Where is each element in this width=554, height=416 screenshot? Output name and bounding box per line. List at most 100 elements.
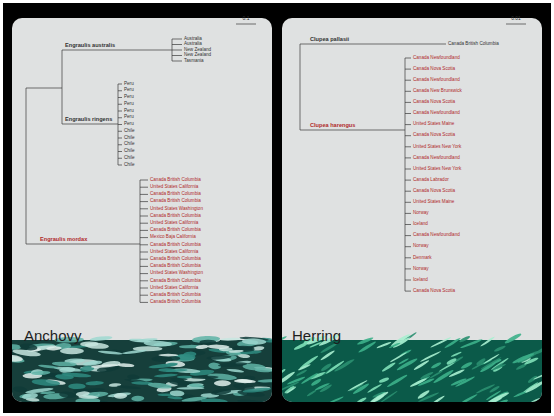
sample-label: Iceland [413, 222, 428, 227]
sample-label: Canada Newfoundland [413, 78, 460, 83]
species-label: Engraulis mordax [40, 237, 87, 243]
tree-branch [118, 165, 122, 166]
tree-branch [405, 157, 411, 158]
sample-label: United States Washington [150, 207, 203, 212]
tree-branch [140, 201, 148, 202]
tree-branch [62, 124, 118, 125]
scale-label: 0.01 [511, 16, 521, 21]
tree-branch [118, 104, 122, 105]
sample-label: Canada Nova Scotia [413, 133, 455, 138]
sample-label: Chile [124, 163, 134, 168]
tree-branch [405, 169, 411, 170]
tree-branch [405, 280, 411, 281]
panel-title: Anchovy [24, 328, 82, 343]
sample-label: United States New York [413, 145, 461, 150]
tree-branch [405, 224, 411, 225]
tree-branch [118, 131, 122, 132]
sample-label: Tasmania [184, 59, 204, 64]
tree-branch [405, 91, 411, 92]
sample-label: Chile [124, 156, 134, 161]
sample-label: Canada Nova Scotia [413, 100, 455, 105]
sample-label: Canada Newfoundland [413, 233, 460, 238]
tree-branch [140, 230, 148, 231]
tree-branch [140, 288, 148, 289]
tree-branch [140, 208, 148, 209]
sample-label: Canada British Columbia [150, 214, 201, 219]
tree-branch [118, 144, 122, 145]
tree-branch [140, 194, 148, 195]
panel-title: Herring [292, 328, 341, 343]
sample-label: Peru [124, 88, 134, 93]
sample-label: Peru [124, 109, 134, 114]
tree-branch [172, 61, 182, 62]
tree-branch [405, 213, 411, 214]
sample-label: United States Maine [413, 122, 454, 127]
tree-branch [140, 244, 148, 245]
sample-label: Canada Newfoundland [413, 56, 460, 61]
sample-label: United States California [150, 185, 198, 190]
tree-branch [62, 50, 63, 124]
sample-label: Norway [413, 244, 429, 249]
tree-branch [118, 138, 122, 139]
sample-label: United States California [150, 221, 198, 226]
sample-label: Chile [124, 136, 134, 141]
sample-label: Canada Newfoundland [413, 111, 460, 116]
tree-branch [140, 187, 148, 188]
sample-label: Chile [124, 149, 134, 154]
tree-branch [26, 244, 140, 245]
sample-label: Norway [413, 267, 429, 272]
sample-label: New Zealand [184, 48, 211, 53]
tree-branch [405, 291, 411, 292]
sample-label: Canada British Columbia [150, 228, 201, 233]
tree-branch [405, 124, 411, 125]
tree-branch [26, 88, 62, 89]
tree-branch [118, 124, 122, 125]
tree-branch [118, 117, 122, 118]
sample-label: Canada British Columbia [150, 293, 201, 298]
tree-branch [405, 202, 411, 203]
species-label: Engraulis ringens [65, 117, 112, 123]
tree-branch [405, 58, 406, 291]
tree-branch [118, 111, 122, 112]
tree-branch [300, 44, 446, 45]
sample-label: Peru [124, 102, 134, 107]
tree-branch [140, 259, 148, 260]
sample-label: United States New York [413, 167, 461, 172]
tree-branch [405, 268, 411, 269]
sample-label: United States Maine [413, 200, 454, 205]
tree-branch [26, 88, 27, 244]
tree-branch [236, 24, 256, 25]
sample-label: Canada Newfoundland [413, 156, 460, 161]
species-label: Clupea harengus [310, 123, 355, 129]
sample-label: Canada British Columbia [150, 257, 201, 262]
sample-label: Canada British Columbia [150, 178, 201, 183]
tree-branch [140, 295, 148, 296]
tree-branch [172, 50, 182, 51]
sample-label: Denmark [413, 256, 432, 261]
tree-branch [405, 246, 411, 247]
sample-label: Australia [184, 37, 202, 42]
sample-label: Canada British Columbia [150, 279, 201, 284]
tree-branch [300, 44, 301, 130]
anchovy-photo [12, 335, 272, 402]
frame [3, 3, 551, 413]
tree-branch [405, 135, 411, 136]
sample-label: Mexico Baja California [150, 235, 196, 240]
sample-label: Canada British Columbia [150, 199, 201, 204]
tree-branch [172, 55, 182, 56]
tree-branch [405, 257, 411, 258]
tree-branch [405, 113, 411, 114]
sample-label: Chile [124, 129, 134, 134]
tree-branch [405, 58, 411, 59]
tree-branch [140, 266, 148, 267]
tree-branch [118, 151, 122, 152]
sample-label: United States Washington [150, 271, 203, 276]
phylogenetic-tree [26, 24, 526, 302]
sample-label: Canada British Columbia [448, 42, 499, 47]
sample-label: New Zealand [184, 53, 211, 58]
tree-branch [506, 24, 526, 25]
sample-label: Canada British Columbia [150, 264, 201, 269]
sample-label: United States California [150, 250, 198, 255]
species-label: Clupea pallasii [310, 37, 349, 43]
